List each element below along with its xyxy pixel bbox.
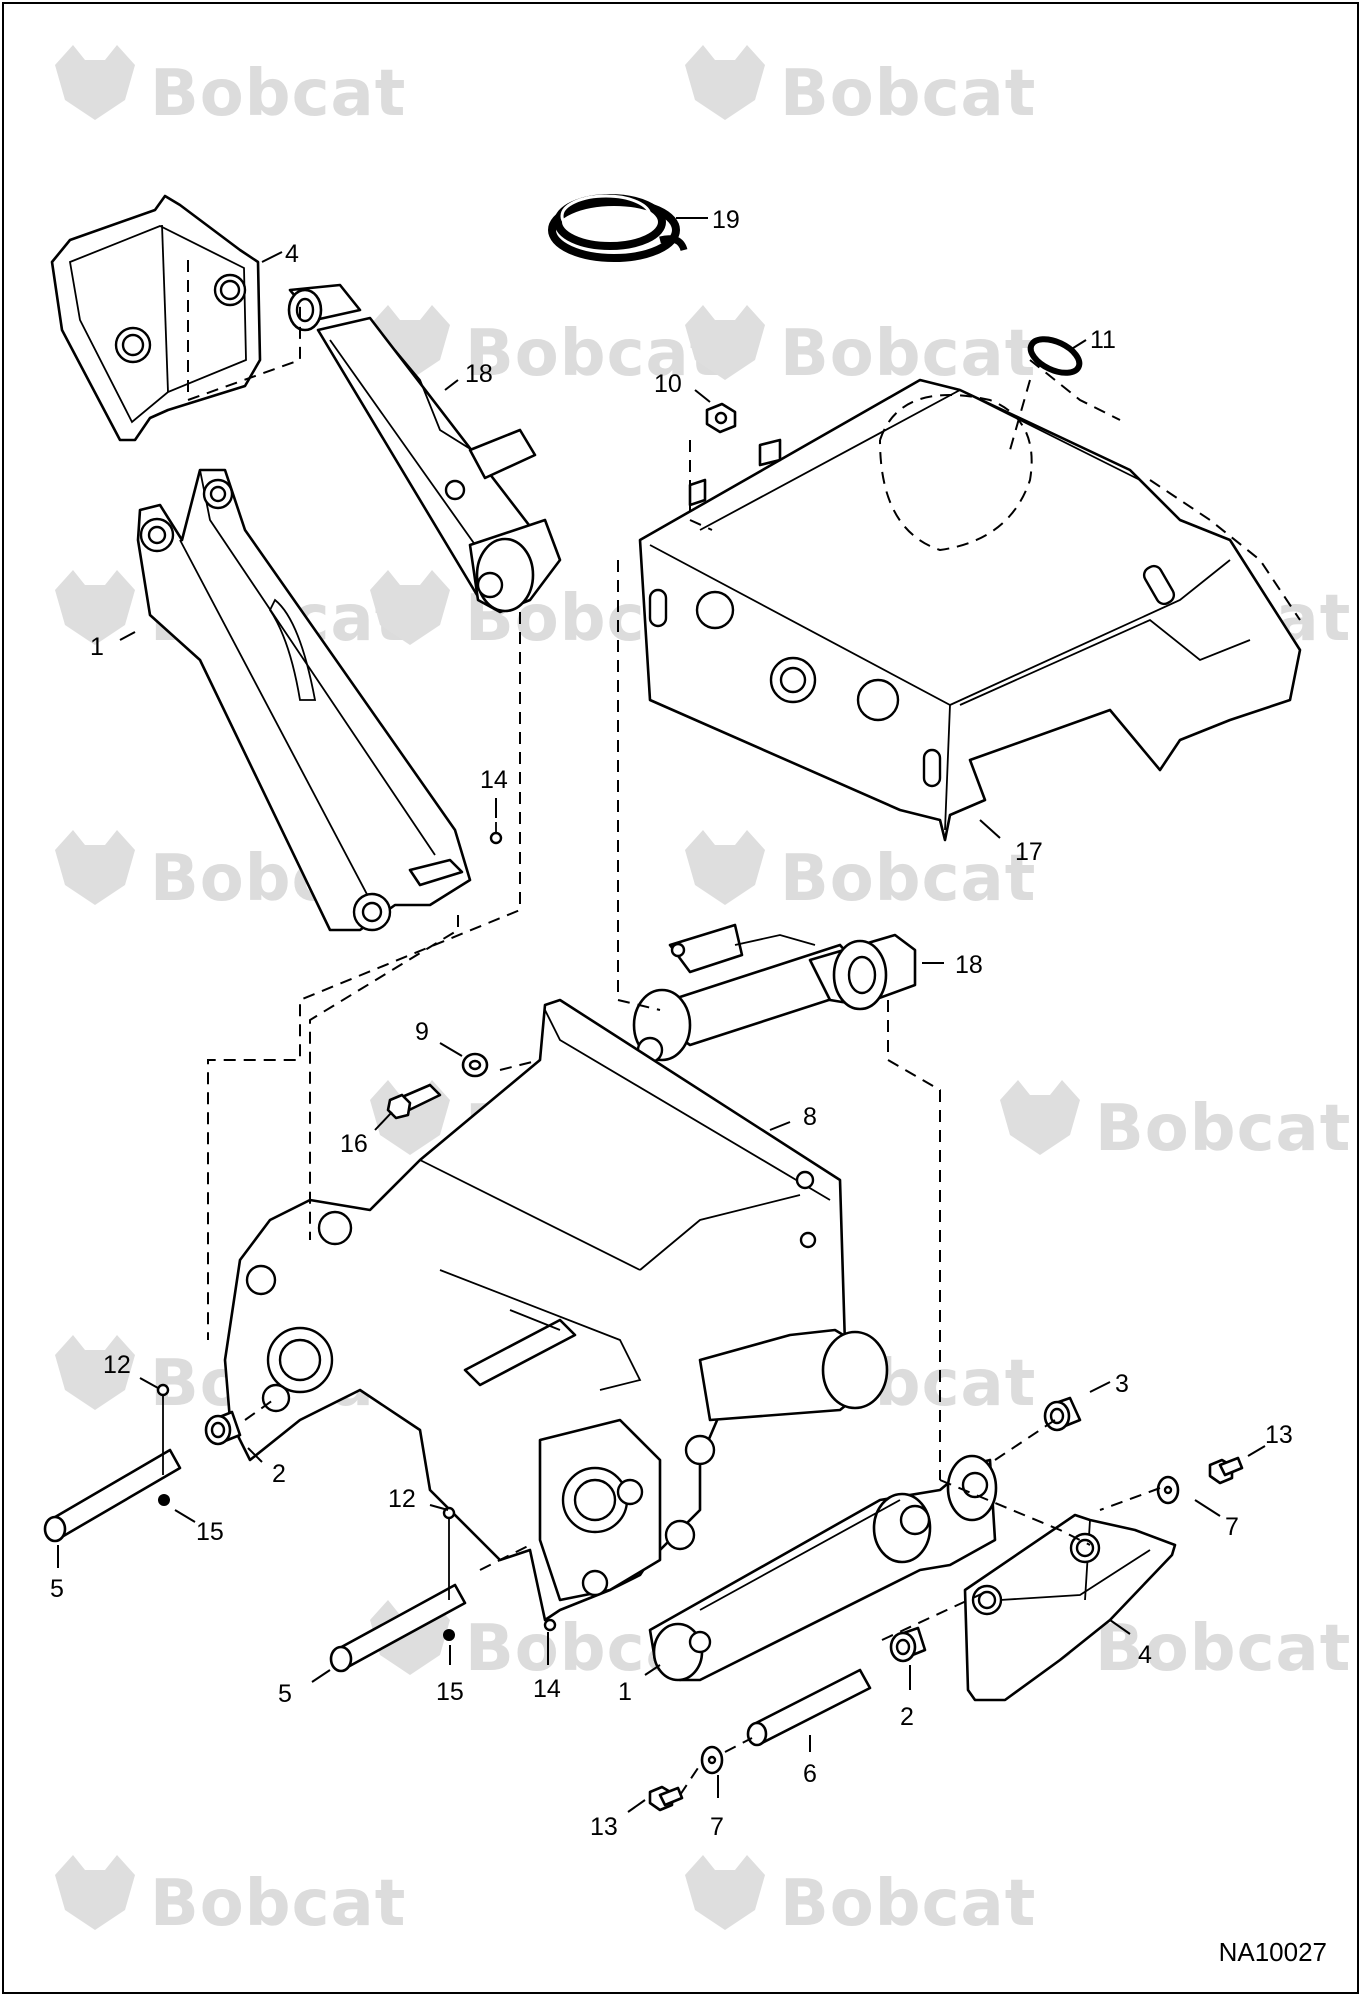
callout-10: 10 [654,370,682,398]
lower-hydraulic-cylinder-part [632,923,917,1064]
bushing-part-2-left [204,1410,242,1446]
callout-8: 8 [803,1103,817,1131]
bobcat-logo-icon [55,1855,135,1930]
figure-id: NA10027 [1218,1937,1327,1967]
bobcat-logo-icon [685,45,765,120]
lower-lift-arm-part [648,1454,998,1682]
callout-17: 17 [1015,838,1043,866]
bobcat-logo-icon [685,830,765,905]
bobcat-watermark-text: Bobcat [1095,1092,1351,1166]
bobcat-logo-icon [55,1335,135,1410]
bottom-retainer-bolt-part [648,1785,684,1812]
flat-washer-part [461,1052,489,1078]
bobcat-watermark: Bobcat [685,830,1036,916]
bottom-retainer-washer-part [700,1745,724,1775]
left-pivot-pin-part [43,1383,182,1543]
hex-bolt-part [386,1083,442,1120]
upper-lift-arm-part [136,468,472,932]
bobcat-logo-icon [370,570,450,645]
bobcat-watermark: Bobcat [685,1855,1036,1941]
callout-6: 6 [803,1760,817,1788]
callout-14-lower: 14 [533,1675,561,1703]
bushing-part-2-lower [889,1626,927,1663]
bobcat-watermark: Bobcat [1000,1080,1351,1166]
callout-2-left: 2 [272,1460,286,1488]
bobcat-logo-icon [1000,1080,1080,1155]
callout-7-bottom: 7 [710,1813,724,1841]
lower-mount-bracket-part [963,1513,1177,1702]
main-frame-part [638,359,1302,842]
bobcat-watermark: Bobcat [55,45,406,131]
callout-18-lower: 18 [955,951,983,979]
callout-13-right: 13 [1265,1421,1293,1449]
callout-13-bottom: 13 [590,1813,618,1841]
callout-9: 9 [415,1018,429,1046]
callout-11: 11 [1090,326,1116,354]
bobcat-watermark-text: Bobcat [780,317,1036,391]
callout-18-upper: 18 [465,360,493,388]
bobcat-logo-icon [55,570,135,645]
bobcat-watermark-text: Bobcat [465,317,721,391]
upper-hydraulic-cylinder-part [287,283,562,614]
callout-5-left: 5 [50,1575,64,1603]
bushing-part-3 [1043,1396,1082,1432]
callout-15-left: 15 [196,1518,224,1546]
upper-mount-bracket-part [50,194,262,442]
upper-grease-fitting-part [489,822,503,845]
assembly-guide-lines [187,260,1161,1796]
subframe-part [223,998,889,1622]
callout-1-lower: 1 [618,1678,632,1706]
callout-12-center: 12 [388,1485,416,1513]
callout-numbers: 19 4 18 11 10 1 14 17 18 9 8 16 12 2 3 1… [50,206,1293,1841]
callout-2-lower: 2 [900,1703,914,1731]
lock-nut-part [705,402,737,434]
hose-coil-part [548,194,688,262]
right-retainer-washer-part [1156,1475,1180,1505]
bobcat-logo-icon [55,45,135,120]
callout-1-upper: 1 [90,633,104,661]
bobcat-watermark-text: Bobcat [780,57,1036,131]
callout-14-upper: 14 [480,766,508,794]
bobcat-watermark: Bobcat [685,45,1036,131]
bobcat-logo-icon [55,830,135,905]
bobcat-watermark-text: Bobcat [780,1867,1036,1941]
seal-ring-part [1027,336,1083,376]
callout-16: 16 [340,1130,368,1158]
callout-5-center: 5 [278,1680,292,1708]
bobcat-watermark-text: Bobcat [150,57,406,131]
bobcat-watermark: Bobcat [55,1855,406,1941]
callout-4-lower: 4 [1138,1641,1152,1669]
callout-15-center: 15 [436,1678,464,1706]
callout-4-upper: 4 [285,240,299,268]
center-pivot-pin-part [329,1506,467,1673]
bobcat-watermark-text: Bobcat [1095,1612,1351,1686]
bobcat-watermark-text: Bobcat [780,842,1036,916]
pivot-pin-part [746,1668,872,1747]
callout-leader-lines [57,217,1266,1813]
bobcat-watermark-text: Bobcat [150,1867,406,1941]
callout-7-right: 7 [1225,1513,1239,1541]
callout-3: 3 [1115,1370,1129,1398]
callout-12-left: 12 [103,1351,131,1379]
callout-19: 19 [712,206,740,234]
bobcat-logo-icon [685,305,765,380]
bobcat-watermark: Bobcat [685,305,1036,391]
right-retainer-bolt-part [1208,1456,1244,1485]
bobcat-logo-icon [685,1855,765,1930]
lower-grease-fitting-part [543,1618,557,1632]
